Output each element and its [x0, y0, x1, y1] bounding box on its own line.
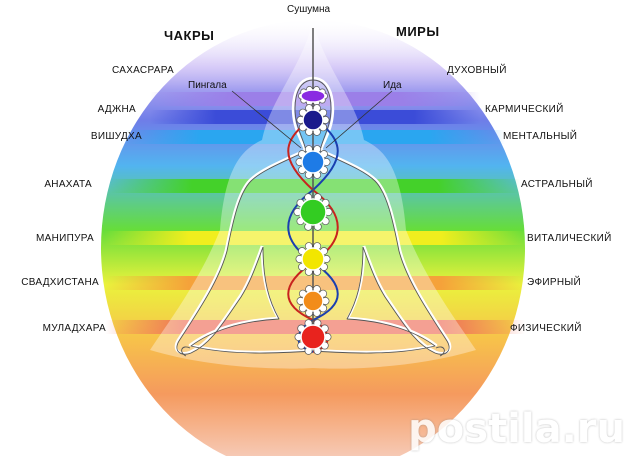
ida-leader — [325, 90, 393, 149]
chakra-core — [299, 198, 327, 226]
chakra-label-manipura: МАНИПУРА — [35, 233, 94, 244]
sushumna-label: Сушумна — [287, 4, 331, 15]
chakra-label-vishuddha: ВИШУДХА — [90, 131, 142, 142]
world-label-physical: ФИЗИЧЕСКИЙ — [510, 323, 582, 334]
chakra-label-sahasrara: САХАСРАРА — [111, 65, 174, 76]
world-label-spiritual: ДУХОВНЫЙ — [447, 65, 507, 76]
world-label-vital: ВИТАЛИЧЕСКИЙ — [527, 233, 612, 244]
chakra-ajna — [296, 104, 330, 136]
chakra-vishuddha — [295, 145, 331, 179]
chakra-muladhara — [294, 319, 332, 355]
world-label-karmic: КАРМИЧЕСКИЙ — [485, 104, 564, 115]
pingala-leader — [231, 90, 302, 149]
chakra-label-ajna: АДЖНА — [97, 104, 136, 115]
chakra-label-svadhisthana: СВАДХИСТАНА — [21, 277, 99, 288]
world-label-etheric: ЭФИРНЫЙ — [527, 277, 582, 288]
chakra-core — [301, 247, 325, 271]
chakra-manipura — [295, 242, 331, 276]
ida-label: Ида — [383, 80, 402, 91]
world-label-astral: АСТРАЛЬНЫЙ — [521, 179, 593, 190]
chakra-core — [300, 324, 326, 350]
chakra-circles — [293, 85, 333, 355]
chakra-label-anahata: АНАХАТА — [44, 179, 92, 190]
world-bands — [105, 92, 525, 334]
pingala-label: Пингала — [188, 80, 227, 91]
chakra-anahata — [293, 193, 333, 231]
band-vital — [105, 231, 525, 245]
chakra-core — [302, 109, 324, 131]
chakra-svadhisthana — [296, 285, 330, 317]
chakra-sahasrara — [298, 85, 328, 107]
band-astral — [110, 179, 520, 193]
band-mental — [125, 130, 505, 144]
chakra-core — [300, 89, 326, 103]
chakras-heading: ЧАКРЫ — [164, 28, 215, 43]
chakra-core — [301, 150, 325, 174]
world-label-mental: МЕНТАЛЬНЫЙ — [503, 131, 578, 142]
worlds-heading: МИРЫ — [396, 24, 440, 39]
chakra-label-muladhara: МУЛАДХАРА — [42, 323, 106, 334]
chakra-core — [302, 290, 324, 312]
watermark: postila.ru — [408, 406, 625, 452]
